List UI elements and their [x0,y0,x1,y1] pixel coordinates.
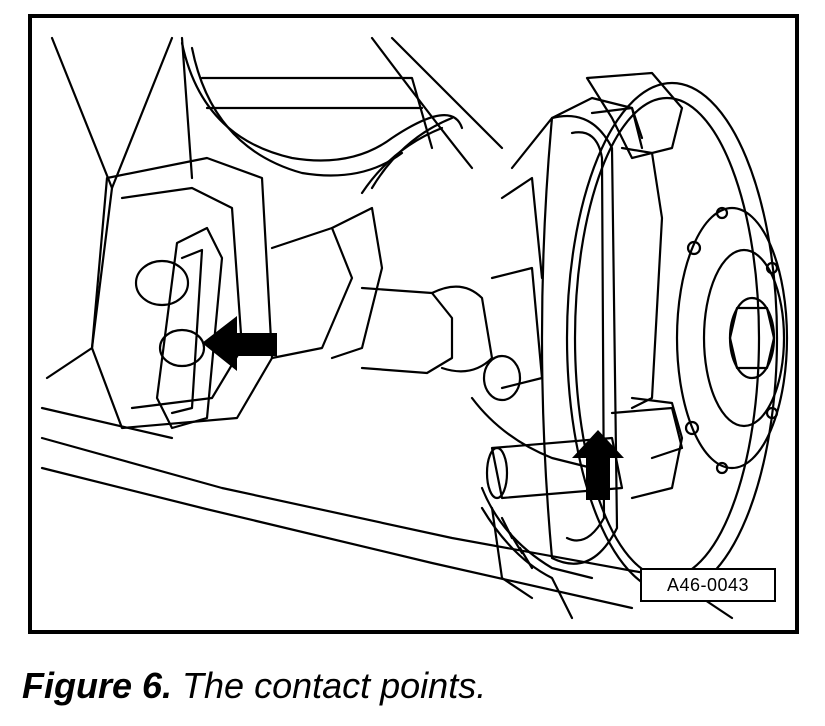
caption-label: Figure 6. [22,665,173,706]
brake-assembly-illustration [40,36,789,620]
figure-caption: Figure 6. The contact points. [22,664,486,708]
figure-frame: A46-0043 [28,14,799,634]
caption-text: The contact points. [172,665,487,706]
reference-code-label: A46-0043 [640,568,776,602]
contact-arrow-right [572,430,624,500]
contact-arrow-left [202,316,277,371]
